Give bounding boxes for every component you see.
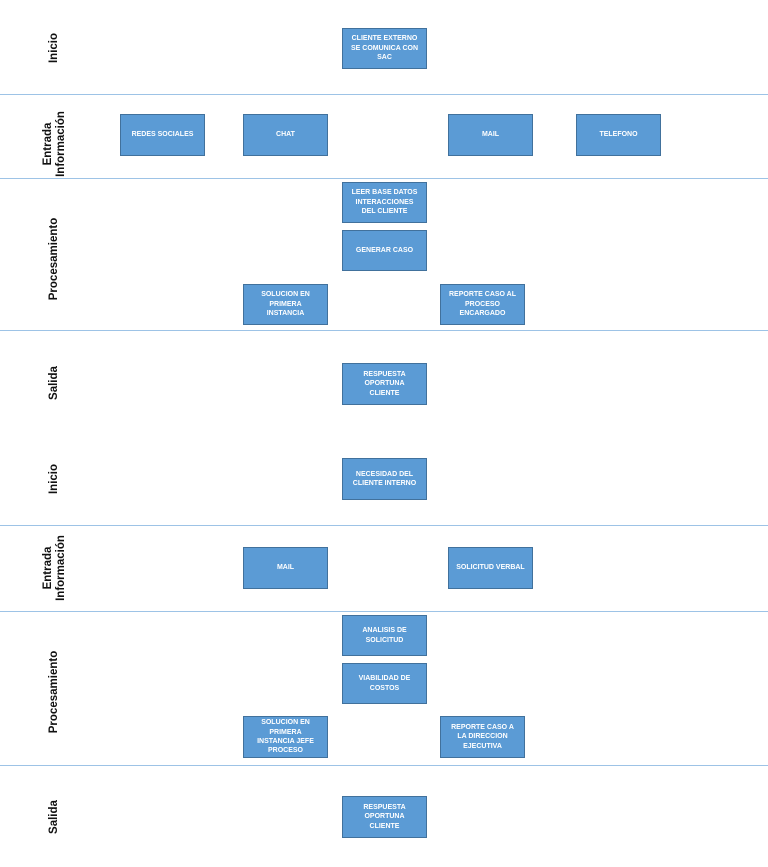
chat-channel-box: CHAT <box>243 114 328 156</box>
lane-divider <box>0 330 768 331</box>
lane-divider <box>0 525 768 526</box>
lane-label-salida: Salida <box>48 800 61 834</box>
report-executive-box: REPORTE CASO A LA DIRECCION EJECUTIVA <box>440 716 525 758</box>
mail-channel-box: MAIL <box>448 114 533 156</box>
lane-divider <box>0 94 768 95</box>
internal-client-start-box: NECESIDAD DEL CLIENTE INTERNO <box>342 458 427 500</box>
timely-response-box: RESPUESTA OPORTUNA CLIENTE <box>342 363 427 405</box>
first-instance-solution-box: SOLUCION EN PRIMERA INSTANCIA <box>243 284 328 325</box>
lane-label-procesamiento: Procesamiento <box>48 217 61 301</box>
report-case-box: REPORTE CASO AL PROCESO ENCARGADO <box>440 284 525 325</box>
lane-divider <box>0 611 768 612</box>
lane-label-procesamiento: Procesamiento <box>48 650 61 734</box>
cost-viability-box: VIABILIDAD DE COSTOS <box>342 663 427 704</box>
lane-divider <box>0 765 768 766</box>
read-database-box: LEER BASE DATOS INTERACCIONES DEL CLIENT… <box>342 182 427 223</box>
create-case-box: GENERAR CASO <box>342 230 427 271</box>
lane-label-inicio: Inicio <box>48 463 61 495</box>
request-analysis-box: ANALISIS DE SOLICITUD <box>342 615 427 656</box>
internal-mail-channel-box: MAIL <box>243 547 328 589</box>
internal-timely-response-box: RESPUESTA OPORTUNA CLIENTE <box>342 796 427 838</box>
lane-label-salida: Salida <box>48 366 61 400</box>
verbal-request-box: SOLICITUD VERBAL <box>448 547 533 589</box>
lane-divider <box>0 178 768 179</box>
phone-channel-box: TELEFONO <box>576 114 661 156</box>
lane-label-inicio: Inicio <box>48 32 61 64</box>
external-client-start-box: CLIENTE EXTERNO SE COMUNICA CON SAC <box>342 28 427 69</box>
internal-first-instance-solution-box: SOLUCION EN PRIMERA INSTANCIA JEFE PROCE… <box>243 716 328 758</box>
social-media-channel-box: REDES SOCIALES <box>120 114 205 156</box>
